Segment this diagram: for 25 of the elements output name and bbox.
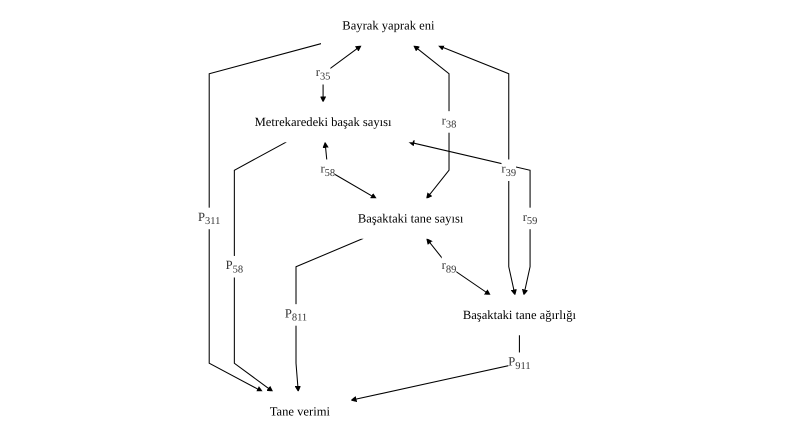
arrow (413, 45, 450, 199)
arrow (408, 140, 531, 296)
arrow (350, 334, 520, 402)
arrow (438, 44, 517, 296)
arrow (208, 43, 322, 392)
node-text: Başaktaki tane ağırlığı (462, 308, 576, 322)
node-text: Metrekaredeki başak sayısı (254, 114, 392, 129)
edge-label: r$_{58}$ (320, 161, 336, 179)
arrow (234, 141, 287, 392)
edge-label: P$_{811}$ (284, 306, 308, 324)
edge-label: r$_{89}$ (442, 258, 456, 276)
edge-label: r$_{59}$ (522, 210, 538, 227)
node-text: Başaktaki tane sayısı (358, 211, 464, 226)
arrow (320, 45, 362, 102)
edge-label: P$_{58}$ (226, 258, 244, 276)
node-text: Bayrak yaprak eni (342, 18, 435, 32)
arrow (294, 238, 364, 392)
arrow (322, 142, 377, 199)
edge-label: r$_{35}$ (316, 64, 330, 82)
edge-label: r$_{38}$ (442, 113, 456, 130)
arrow (426, 238, 491, 296)
edge-label: P$_{311}$ (198, 210, 220, 227)
edge-label: r$_{39}$ (501, 161, 516, 179)
edge-label: P$_{911}$ (508, 354, 531, 372)
node-text: Tane verimi (270, 404, 330, 418)
